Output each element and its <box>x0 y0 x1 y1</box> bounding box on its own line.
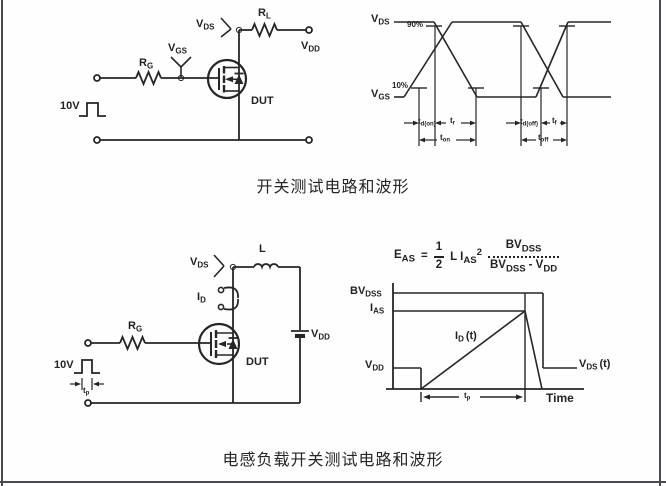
resistor-rl <box>251 21 278 39</box>
body-diode <box>234 74 244 84</box>
label-dut: DUT <box>251 95 274 107</box>
current-probe-id <box>217 286 239 311</box>
channel-arrow <box>225 76 233 83</box>
label-vgs: VGS <box>168 42 187 56</box>
channel-arrow-2 <box>218 341 226 347</box>
label-td-off: td(off) <box>520 117 538 128</box>
switching-test-circuit <box>79 17 313 144</box>
eq-bv-fraction: BVDSS BVDSS- VDD <box>487 239 560 275</box>
label-toff: toff <box>538 133 549 144</box>
avalanche-graph <box>386 283 584 402</box>
label-pulse-10v: 10V <box>60 100 80 112</box>
label-bvdss: BVDSS <box>350 285 382 299</box>
vgs-trace <box>394 21 611 98</box>
pulse-symbol-2 <box>74 359 100 374</box>
label-time-axis: Time <box>546 391 574 405</box>
eq-eas: EAS <box>394 248 415 265</box>
label-tf: tf <box>552 116 557 127</box>
id-waveform <box>420 310 543 390</box>
vds-probe <box>220 17 232 38</box>
ground-terminal <box>93 136 101 144</box>
label-90pct: 90% <box>407 20 424 29</box>
vds-waveform <box>393 293 577 389</box>
switching-waveforms <box>394 21 611 146</box>
vgs-probe <box>170 56 192 78</box>
input-terminal-2 <box>84 339 92 347</box>
mosfet-symbol <box>206 58 248 100</box>
label-id-t: ID(t) <box>455 330 477 344</box>
inductor-l <box>253 263 279 270</box>
label-rg: RG <box>139 57 154 71</box>
label-tp-pulse: tp <box>83 386 90 397</box>
label-vdd-2: VDD <box>311 328 330 342</box>
timing-dimension-arrows <box>404 120 567 143</box>
label-vds: VDS <box>196 18 215 32</box>
eq-equals: = <box>420 250 428 263</box>
label-vds-2: VDS <box>190 256 209 270</box>
label-vds-t: VDS(t) <box>579 358 611 372</box>
resistor-rg <box>135 69 162 87</box>
return-terminal <box>305 136 313 144</box>
page-border-bottom <box>0 481 666 483</box>
vdd-terminal <box>305 26 313 34</box>
eq-half-fraction: 1 2 <box>433 241 445 271</box>
label-pulse-10v-2: 10V <box>54 359 74 371</box>
label-dut-2: DUT <box>246 356 269 368</box>
input-terminal <box>93 74 101 82</box>
battery-vdd <box>291 330 309 338</box>
label-tr: tr <box>450 116 456 127</box>
timing-reference-lines <box>418 26 568 146</box>
body-diode-2 <box>228 339 238 349</box>
mosfet-symbol-2 <box>197 322 241 366</box>
avalanche-energy-equation: EAS = 1 2 L IAS2 BVDSS BVDSS- VDD <box>394 239 560 275</box>
eq-li2: L IAS2 <box>450 247 482 267</box>
label-10pct: 10% <box>392 81 409 90</box>
pulse-symbol <box>79 102 106 117</box>
inductive-test-circuit <box>70 254 309 407</box>
label-rg-2: RG <box>128 320 143 334</box>
label-td-on: td(on) <box>418 117 436 128</box>
caption-inductive: 电感负载开关测试电路和波形 <box>222 452 444 469</box>
label-id: ID <box>197 291 206 305</box>
label-wave-vgs: VGS <box>371 88 390 102</box>
label-tp-graph: tp <box>464 391 471 402</box>
tp-dimension-graph <box>420 392 523 402</box>
label-inductor: L <box>259 243 266 255</box>
ground-terminal-2 <box>84 399 92 407</box>
vds-trace <box>394 21 611 98</box>
label-ias: IAS <box>370 302 385 316</box>
caption-switching: 开关测试电路和波形 <box>256 179 410 196</box>
label-ton: ton <box>440 133 451 144</box>
page-border-left <box>1 0 3 486</box>
label-rl: RL <box>258 7 271 21</box>
label-vdd: VDD <box>301 40 320 54</box>
page-border-right <box>659 0 661 486</box>
label-vdd-axis: VDD <box>365 359 384 373</box>
tp-dimension <box>70 378 104 390</box>
label-wave-vds: VDS <box>371 13 390 27</box>
resistor-rg-2 <box>119 334 146 352</box>
vds-probe-2 <box>213 254 225 278</box>
